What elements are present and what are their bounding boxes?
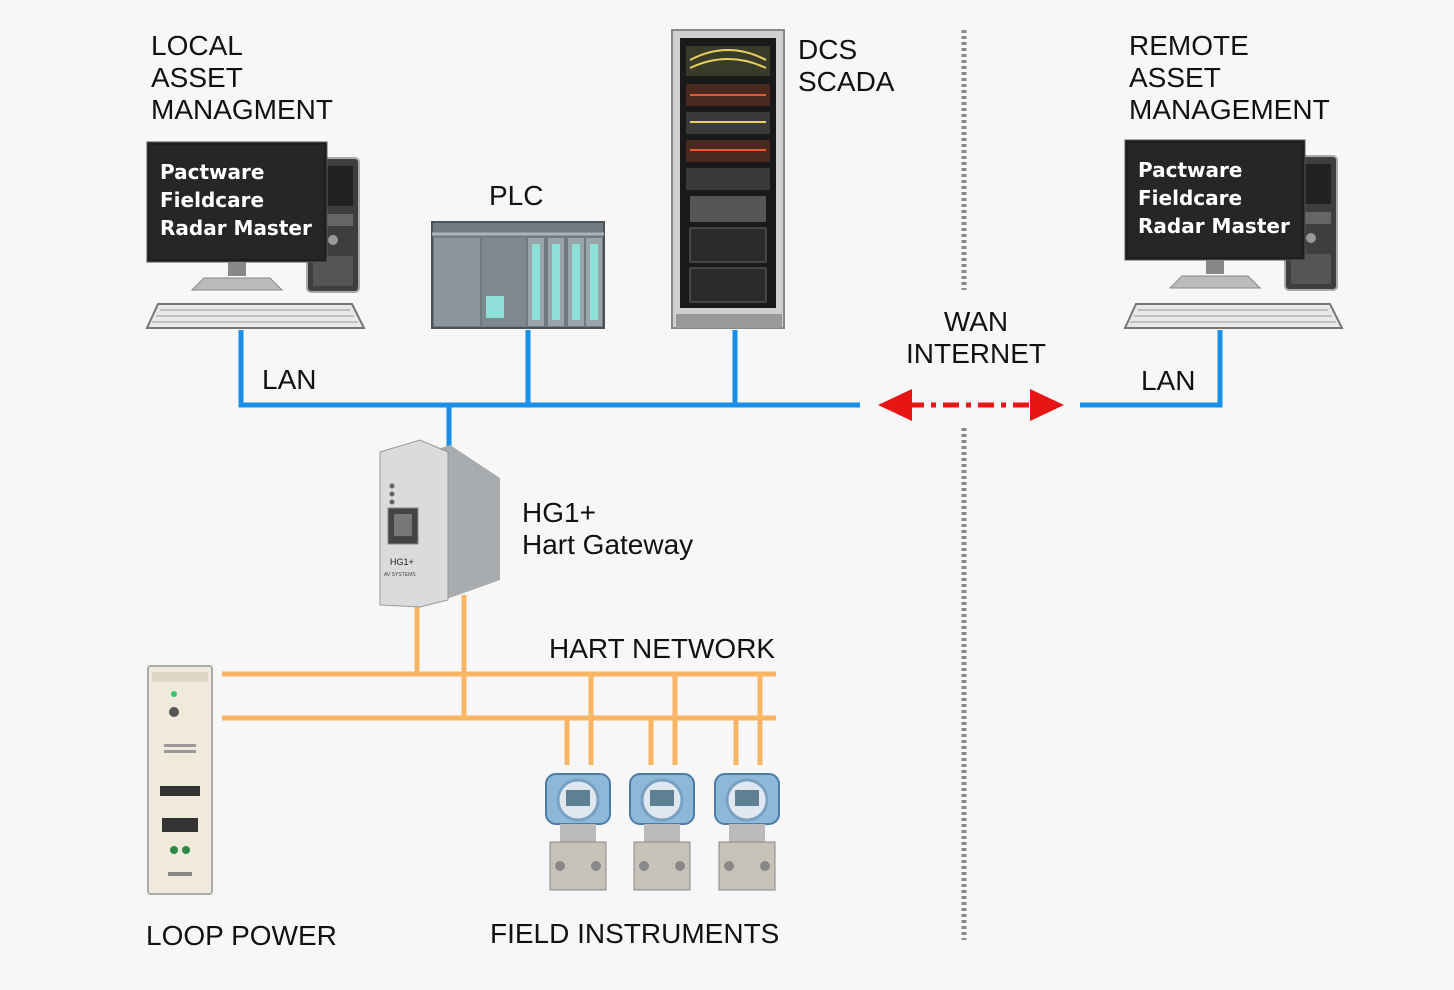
lan-remote-network — [1080, 330, 1223, 408]
dcs-rack — [671, 29, 785, 329]
remote-asset-label: REMOTE ASSET MANAGEMENT — [1129, 30, 1330, 125]
hart-network-label: HART NETWORK — [549, 633, 776, 664]
loop-power-label: LOOP POWER — [146, 920, 337, 951]
gateway-marking: HG1+ — [390, 557, 414, 567]
remote-screen-text: Pactware Fieldcare Radar Master — [1138, 158, 1290, 238]
lan-remote-label: LAN — [1141, 365, 1196, 396]
field-instrument — [545, 773, 611, 891]
field-instruments-label: FIELD INSTRUMENTS — [490, 918, 780, 949]
field-instrument — [629, 773, 695, 891]
lan-local-network — [238, 330, 860, 455]
gateway-brand: AV SYSTEMS — [384, 572, 416, 578]
plc-device — [431, 221, 605, 329]
wan-arrow — [878, 389, 1064, 421]
plc-label: PLC — [489, 180, 544, 211]
hart-network-lines — [222, 595, 776, 765]
loop-power-supply — [147, 665, 213, 895]
hart-gateway-label: HG1+ Hart Gateway — [522, 497, 694, 560]
hart-gateway-device: HG1+ AV SYSTEMS — [379, 439, 500, 608]
remote-computer — [1123, 139, 1344, 329]
wan-internet-label: WAN INTERNET — [906, 306, 1046, 369]
local-screen-text: Pactware Fieldcare Radar Master — [160, 160, 312, 240]
dcs-scada-label: DCS SCADA — [798, 34, 895, 97]
field-instrument — [714, 773, 780, 891]
local-computer — [145, 141, 366, 329]
lan-local-label: LAN — [262, 364, 317, 395]
local-asset-label: LOCAL ASSET MANAGMENT — [151, 30, 333, 125]
